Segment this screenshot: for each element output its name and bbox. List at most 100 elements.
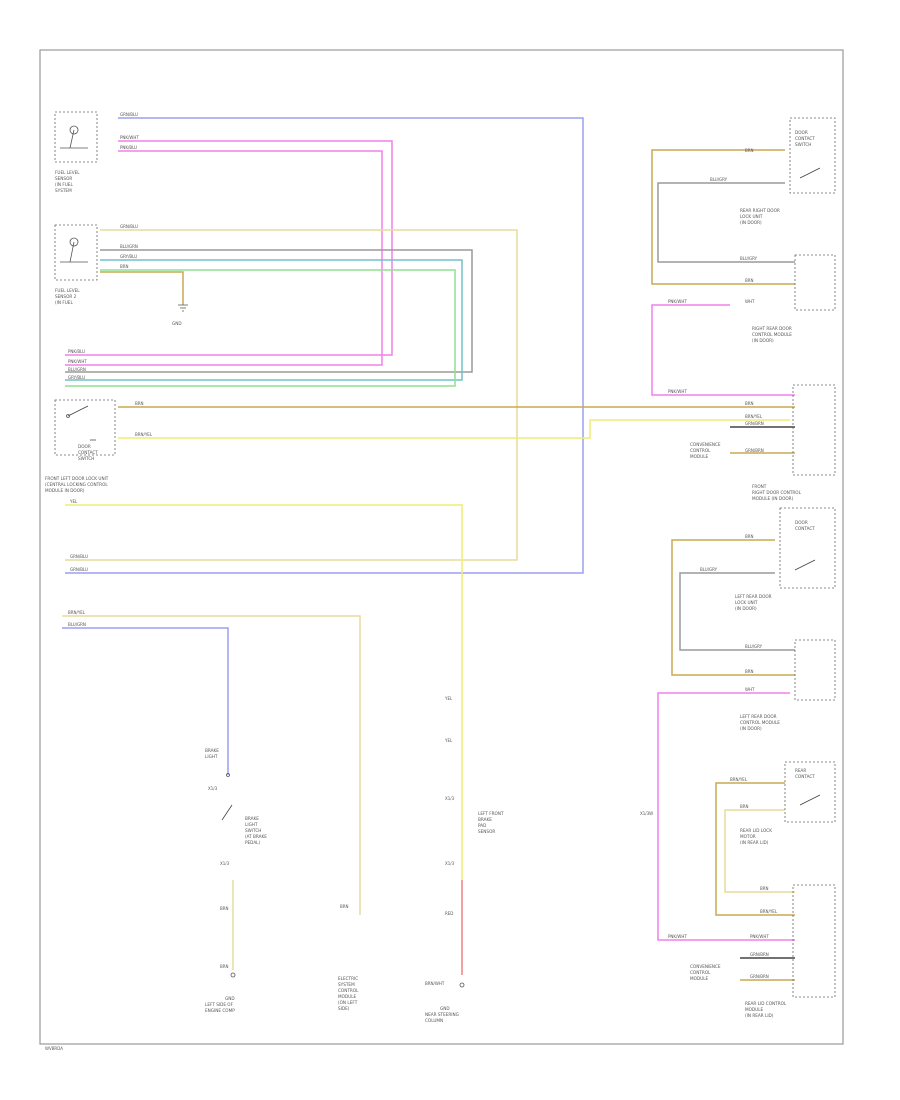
svg-text:BRN: BRN bbox=[745, 534, 754, 539]
svg-text:BRN: BRN bbox=[740, 804, 749, 809]
svg-text:PNK/WHT: PNK/WHT bbox=[668, 389, 687, 394]
central-electrical-module: ELECTRIC SYSTEM CONTROL MODULE (ON LEFT … bbox=[338, 976, 359, 1011]
svg-text:CONTACT: CONTACT bbox=[795, 526, 815, 531]
svg-text:LOCK UNIT: LOCK UNIT bbox=[740, 214, 763, 219]
wire-pink-2 bbox=[65, 150, 383, 366]
wire-violet-lower-left bbox=[62, 627, 229, 775]
svg-text:BLU/GRY: BLU/GRY bbox=[710, 177, 728, 182]
svg-text:BRN/YEL: BRN/YEL bbox=[68, 610, 86, 615]
svg-text:YEL: YEL bbox=[69, 499, 78, 504]
wire-yellow-long-drop bbox=[65, 504, 463, 880]
wire-tan-loop bbox=[65, 229, 518, 561]
svg-text:CONTACT: CONTACT bbox=[78, 450, 98, 455]
svg-text:X1/3: X1/3 bbox=[208, 786, 218, 791]
svg-text:(IN DOOR): (IN DOOR) bbox=[735, 606, 757, 611]
svg-text:MODULE IN DOOR): MODULE IN DOOR) bbox=[45, 488, 85, 493]
svg-text:(IN DOOR): (IN DOOR) bbox=[740, 726, 762, 731]
wire-pink-1 bbox=[65, 140, 393, 356]
svg-text:(IN FUEL: (IN FUEL bbox=[55, 300, 73, 305]
svg-text:BRAKE: BRAKE bbox=[205, 748, 219, 753]
rear-left-door-contact: DOOR CONTACT LEFT REAR DOOR LOCK UNIT (I… bbox=[735, 507, 836, 611]
svg-text:REAR LID LOCK: REAR LID LOCK bbox=[740, 828, 772, 833]
svg-text:DOOR: DOOR bbox=[78, 444, 91, 449]
svg-text:COLUMN: COLUMN bbox=[425, 1018, 443, 1023]
svg-text:BRN: BRN bbox=[760, 886, 769, 891]
svg-text:SWITCH: SWITCH bbox=[78, 456, 94, 461]
wire-gray-sensor bbox=[65, 249, 473, 373]
svg-text:(IN DOOR): (IN DOOR) bbox=[740, 220, 762, 225]
svg-text:SENSOR: SENSOR bbox=[55, 176, 72, 181]
svg-text:GND: GND bbox=[225, 996, 235, 1001]
svg-text:RED: RED bbox=[445, 911, 453, 916]
svg-text:CONVENIENCE: CONVENIENCE bbox=[690, 964, 721, 969]
svg-text:FRONT LEFT DOOR LOCK UNIT: FRONT LEFT DOOR LOCK UNIT bbox=[45, 476, 109, 481]
svg-text:YEL: YEL bbox=[444, 738, 453, 743]
svg-text:PNK/BLU: PNK/BLU bbox=[120, 145, 137, 150]
svg-text:MODULE: MODULE bbox=[338, 994, 357, 999]
svg-text:X1/3: X1/3 bbox=[445, 796, 455, 801]
svg-text:BRN: BRN bbox=[135, 401, 144, 406]
svg-text:(IN REAR LID): (IN REAR LID) bbox=[745, 1013, 774, 1018]
svg-text:WHT: WHT bbox=[745, 299, 755, 304]
front-right-door-module: CONVENIENCE CONTROL MODULE FRONT RIGHT D… bbox=[690, 384, 836, 501]
rear-right-door-contact: DOOR CONTACT SWITCH REAR RIGHT DOOR LOCK… bbox=[740, 117, 836, 225]
rear-lid-contact: REAR CONTACT REAR LID LOCK MOTOR (IN REA… bbox=[740, 761, 836, 845]
svg-text:BRN: BRN bbox=[220, 906, 229, 911]
wire-gray-lower-right bbox=[657, 692, 795, 941]
svg-text:SYSTEM: SYSTEM bbox=[338, 982, 355, 987]
wire-olive-tailgate bbox=[715, 782, 795, 916]
svg-text:X1/3: X1/3 bbox=[445, 861, 455, 866]
wire-olive-rr-door bbox=[651, 149, 795, 285]
wire-gray-lr-door bbox=[679, 572, 795, 651]
svg-text:PEDAL): PEDAL) bbox=[245, 840, 261, 845]
svg-text:MODULE (IN DOOR): MODULE (IN DOOR) bbox=[752, 496, 794, 501]
rear-left-door-module: LEFT REAR DOOR CONTROL MODULE (IN DOOR) bbox=[740, 639, 836, 731]
svg-text:LEFT REAR DOOR: LEFT REAR DOOR bbox=[740, 714, 777, 719]
svg-text:GRY/BLU: GRY/BLU bbox=[120, 254, 137, 259]
svg-text:SYSTEM: SYSTEM bbox=[55, 188, 72, 193]
svg-text:GRY/BLU: GRY/BLU bbox=[68, 375, 85, 380]
svg-text:DOOR: DOOR bbox=[795, 520, 808, 525]
rear-right-door-module: RIGHT REAR DOOR CONTROL MODULE (IN DOOR) bbox=[752, 254, 836, 343]
wire-pink-rr bbox=[651, 304, 795, 396]
svg-text:GND: GND bbox=[172, 321, 182, 326]
svg-text:BLU/GRN: BLU/GRN bbox=[68, 622, 86, 627]
svg-text:BRN: BRN bbox=[340, 904, 349, 909]
ground-point-fuel: GND bbox=[172, 304, 188, 326]
svg-text:BLU/GRY: BLU/GRY bbox=[740, 256, 758, 261]
svg-text:BLU/GRY: BLU/GRY bbox=[700, 567, 718, 572]
svg-text:ELECTRIC: ELECTRIC bbox=[338, 976, 358, 981]
svg-text:CONTACT: CONTACT bbox=[795, 136, 815, 141]
svg-text:FUEL LEVEL: FUEL LEVEL bbox=[55, 288, 80, 293]
svg-text:GRN/BRN: GRN/BRN bbox=[745, 448, 764, 453]
svg-text:CONTROL: CONTROL bbox=[690, 970, 711, 975]
svg-text:BRN: BRN bbox=[120, 264, 129, 269]
svg-text:CONTROL: CONTROL bbox=[690, 448, 711, 453]
wire-olive-ground bbox=[100, 271, 184, 305]
wire-yellow-door-2 bbox=[118, 419, 790, 439]
svg-text:(ON LEFT: (ON LEFT bbox=[338, 1000, 358, 1005]
wire-green-sensor bbox=[65, 269, 456, 387]
svg-text:SIDE): SIDE) bbox=[338, 1006, 350, 1011]
svg-text:MOTOR: MOTOR bbox=[740, 834, 756, 839]
svg-text:FUEL LEVEL: FUEL LEVEL bbox=[55, 170, 80, 175]
left-front-sensor: LEFT FRONT BRAKE PAD SENSOR GND NEAR STE… bbox=[425, 811, 504, 1023]
svg-text:REAR RIGHT DOOR: REAR RIGHT DOOR bbox=[740, 208, 780, 213]
svg-text:LEFT REAR DOOR: LEFT REAR DOOR bbox=[735, 594, 772, 599]
svg-text:GRN/BLU: GRN/BLU bbox=[70, 567, 88, 572]
wire-blue-sensor bbox=[65, 259, 463, 381]
svg-text:X1/3: X1/3 bbox=[220, 861, 230, 866]
svg-text:CONTROL MODULE: CONTROL MODULE bbox=[740, 720, 780, 725]
svg-text:CONVENIENCE: CONVENIENCE bbox=[690, 442, 721, 447]
svg-text:ENGINE COMP: ENGINE COMP bbox=[205, 1008, 235, 1013]
svg-text:BRN/YEL: BRN/YEL bbox=[730, 777, 748, 782]
svg-text:(IN REAR LID): (IN REAR LID) bbox=[740, 840, 769, 845]
svg-text:RIGHT REAR DOOR: RIGHT REAR DOOR bbox=[752, 326, 792, 331]
svg-text:CONTROL: CONTROL bbox=[338, 988, 359, 993]
svg-text:LEFT SIDE OF: LEFT SIDE OF bbox=[205, 1002, 234, 1007]
svg-text:GRN/BRN: GRN/BRN bbox=[750, 952, 769, 957]
svg-text:BRN/YEL: BRN/YEL bbox=[760, 909, 778, 914]
svg-text:(IN FUEL: (IN FUEL bbox=[55, 182, 73, 187]
diagram-border bbox=[39, 49, 844, 1045]
wire-olive-lr-door bbox=[671, 539, 795, 676]
